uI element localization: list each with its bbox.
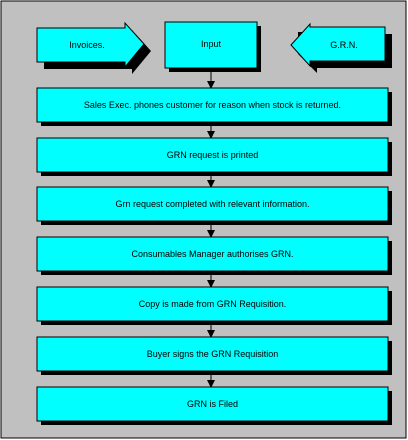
step-label-4: Consumables Manager authorises GRN.	[131, 249, 293, 259]
step-label-1: Sales Exec. phones customer for reason w…	[84, 100, 341, 110]
process-steps: Sales Exec. phones customer for reason w…	[36, 87, 392, 425]
input-invoices-arrow: Invoices.	[36, 21, 151, 74]
step-label-6: Buyer signs the GRN Requisition	[147, 349, 279, 359]
step-box-4: Consumables Manager authorises GRN.	[36, 236, 392, 275]
step-box-3: Grn request completed with relevant info…	[36, 186, 392, 225]
step-label-2: GRN request is printed	[167, 150, 259, 160]
input-grn-arrow: G.R.N.	[290, 22, 392, 73]
step-box-1: Sales Exec. phones customer for reason w…	[36, 87, 392, 126]
step-label-7: GRN is Filed	[187, 399, 238, 409]
step-label-3: Grn request completed with relevant info…	[115, 199, 309, 209]
step-box-6: Buyer signs the GRN Requisition	[36, 336, 392, 375]
input-box: Input	[164, 21, 261, 72]
step-box-2: GRN request is printed	[36, 137, 392, 176]
input-grn-label: G.R.N.	[330, 40, 358, 50]
input-box-label: Input	[201, 39, 222, 49]
input-invoices-label: Invoices.	[69, 40, 105, 50]
step-box-7: GRN is Filed	[36, 386, 392, 425]
step-box-5: Copy is made from GRN Requisition.	[36, 286, 392, 325]
step-label-5: Copy is made from GRN Requisition.	[139, 299, 287, 309]
